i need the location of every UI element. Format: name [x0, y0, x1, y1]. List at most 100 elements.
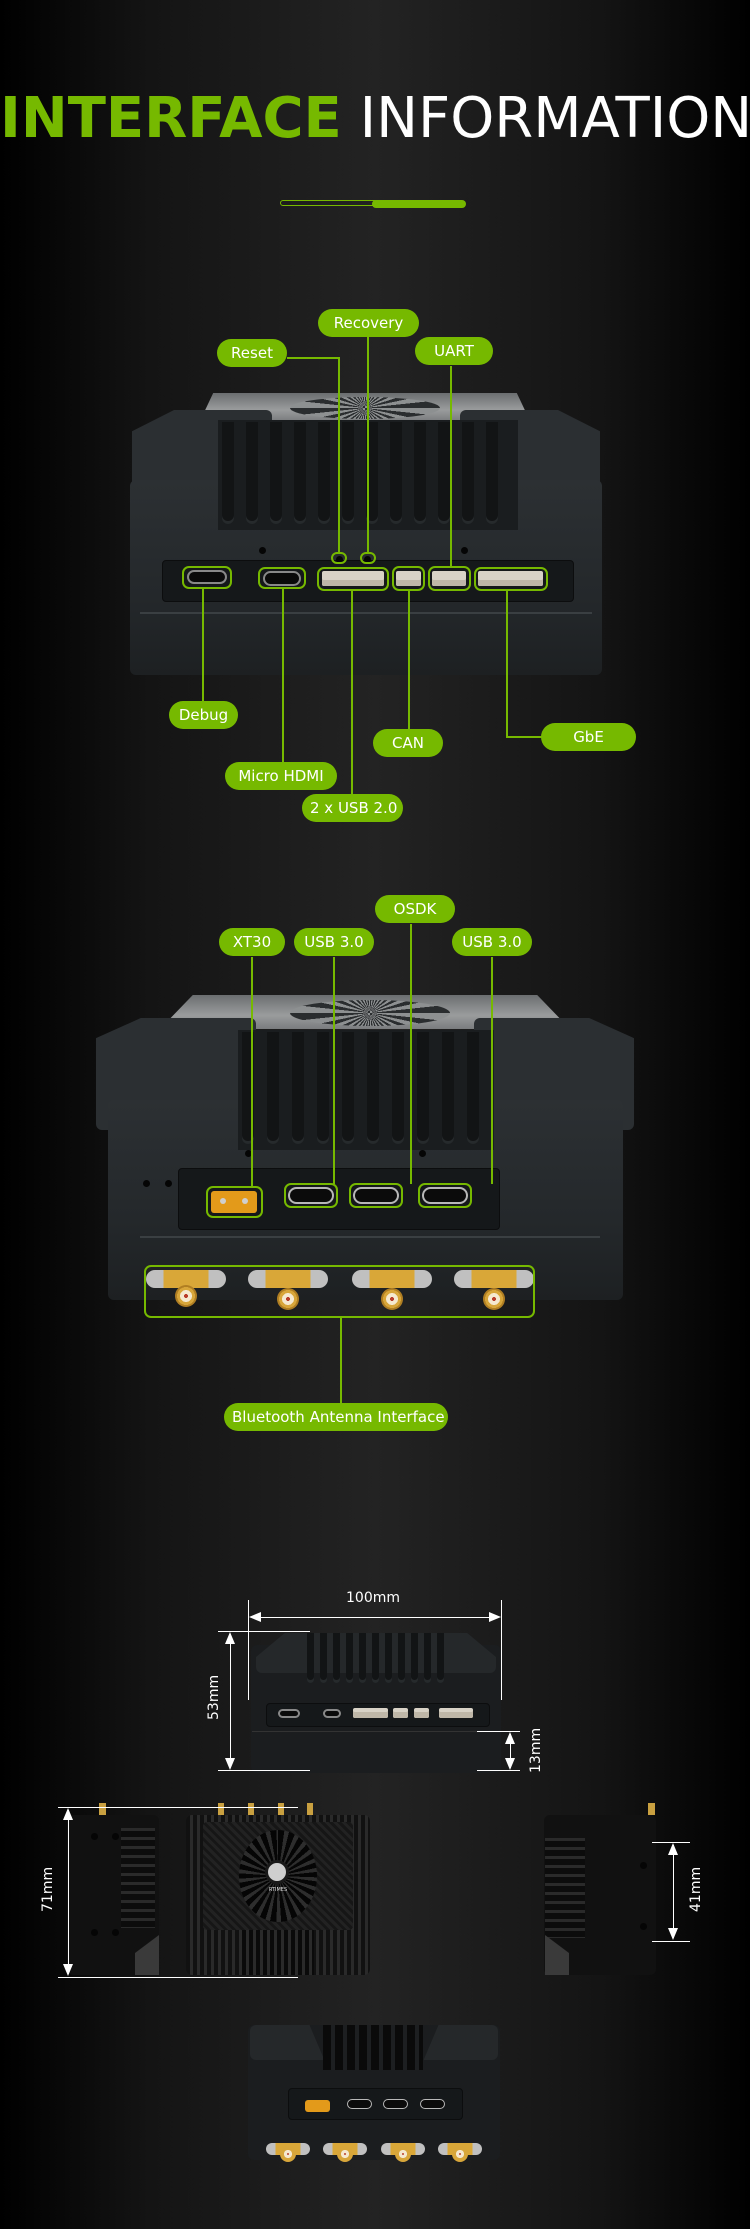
reset-leader: [287, 357, 339, 359]
device-bottom-band: [140, 612, 592, 614]
dim-13-ext-top: [477, 1731, 520, 1732]
antenna-connector-icon: [337, 2146, 353, 2162]
title-underline-outline: [280, 200, 378, 206]
uart-port: [414, 1708, 429, 1718]
antenna-stub: [99, 1803, 106, 1815]
heatsink-fin: [438, 422, 450, 524]
antenna-leader: [340, 1318, 342, 1404]
arrow-down-icon: [505, 1758, 515, 1770]
usb3-2-highlight: [418, 1183, 472, 1208]
arrow-down-icon: [63, 1964, 73, 1976]
top-view-bottom-fins: [242, 1930, 314, 1975]
recovery-leader: [367, 337, 369, 553]
usb2-port: [322, 571, 384, 586]
heatsink-fin: [462, 422, 474, 524]
heatsink-fin: [390, 422, 402, 524]
usb3-port-2: [422, 1187, 468, 1204]
dim-41-ext-bottom: [652, 1941, 690, 1942]
osdk-port: [383, 2099, 408, 2109]
antenna-connector-icon: [452, 2146, 468, 2162]
micro-hdmi-port: [323, 1709, 341, 1718]
antenna-stub: [648, 1803, 655, 1815]
debug-leader: [202, 589, 204, 701]
label-usb2: 2 x USB 2.0: [302, 794, 403, 822]
label-uart: UART: [415, 337, 493, 365]
label-can: CAN: [373, 729, 443, 757]
debug-port: [187, 570, 227, 584]
heatsink-fin: [317, 1032, 329, 1144]
screw-hole: [259, 547, 266, 554]
arrow-down-icon: [668, 1928, 678, 1940]
screw-hole: [461, 547, 468, 554]
usb3-port-1: [347, 2099, 372, 2109]
dim-53-line: [230, 1635, 231, 1767]
xt30-highlight: [206, 1186, 263, 1218]
screw-hole: [245, 1150, 252, 1157]
uart-leader: [450, 366, 452, 566]
label-bluetooth-antenna: Bluetooth Antenna Interface: [224, 1403, 448, 1431]
reset-button-hole: [364, 556, 371, 563]
reset-highlight: [331, 552, 347, 564]
heatsink-fin: [307, 1633, 314, 1683]
heatsink-fin: [417, 1032, 429, 1144]
antenna-connector-icon: [395, 2146, 411, 2162]
label-usb3-1: USB 3.0: [294, 928, 374, 956]
page-title: INTERFACE INFORMATION: [0, 84, 750, 154]
gbe-port: [439, 1708, 473, 1718]
heatsink-fin: [222, 422, 234, 524]
xt30-pin: [242, 1198, 248, 1204]
dim-71-ext-top: [58, 1807, 298, 1808]
usb3-2-leader: [491, 957, 493, 1184]
antenna-connector-icon: [381, 1288, 403, 1310]
device-side-fins: [545, 1838, 585, 1938]
osdk-highlight: [349, 1183, 403, 1208]
screw-hole: [91, 1833, 98, 1840]
uart-port: [432, 571, 466, 586]
reset-leader: [338, 357, 340, 553]
dim-depth-label: 71mm: [40, 1866, 56, 1912]
arrow-left-icon: [249, 1612, 261, 1622]
heatsink-fin: [359, 1633, 366, 1683]
heatsink-fin: [366, 422, 378, 524]
osdk-port: [353, 1187, 399, 1204]
debug-highlight: [182, 566, 232, 589]
heatsink-fin: [411, 1633, 418, 1683]
heatsink-fin: [398, 1633, 405, 1683]
dim-100-ext-right: [501, 1600, 502, 1700]
uart-highlight: [428, 566, 471, 591]
dim-41-ext-top: [652, 1842, 690, 1843]
title-underline-fill: [372, 200, 466, 208]
gbe-highlight: [474, 567, 548, 591]
xt30-port: [305, 2100, 330, 2112]
fan-grille-icon: [290, 1000, 450, 1026]
dim-height-label: 53mm: [206, 1674, 222, 1720]
dim-100-ext-left: [248, 1600, 249, 1700]
antenna-flange: [248, 1270, 328, 1288]
label-micro-hdmi: Micro HDMI: [225, 762, 337, 790]
dim-41-line: [673, 1845, 674, 1938]
gbe-leader: [506, 736, 542, 738]
screw-hole: [419, 1150, 426, 1157]
osdk-leader: [410, 924, 412, 1184]
device-bottom-band: [140, 1236, 600, 1238]
dim-hole-spacing-label: 41mm: [688, 1866, 704, 1912]
heatsink-fin: [270, 422, 282, 524]
dim-width-label: 100mm: [346, 1590, 400, 1606]
antenna-flange: [146, 1270, 226, 1288]
device-bottom-band: [252, 1731, 500, 1732]
recovery-highlight: [360, 552, 376, 564]
micro-hdmi-port: [263, 571, 301, 586]
arrow-down-icon: [225, 1758, 235, 1770]
screw-hole: [91, 1929, 98, 1936]
antenna-connector-icon: [175, 1285, 197, 1307]
usb2-highlight: [317, 567, 389, 591]
heatsink-fin: [467, 1032, 479, 1144]
antenna-stub: [248, 1803, 254, 1815]
antenna-connector-icon: [277, 1288, 299, 1310]
arrow-up-icon: [225, 1632, 235, 1644]
title-rest: INFORMATION: [359, 86, 750, 151]
screw-hole: [640, 1923, 647, 1930]
antenna-stub: [278, 1803, 284, 1815]
dim-bottom-label: 13mm: [528, 1727, 544, 1773]
label-xt30: XT30: [219, 928, 285, 956]
